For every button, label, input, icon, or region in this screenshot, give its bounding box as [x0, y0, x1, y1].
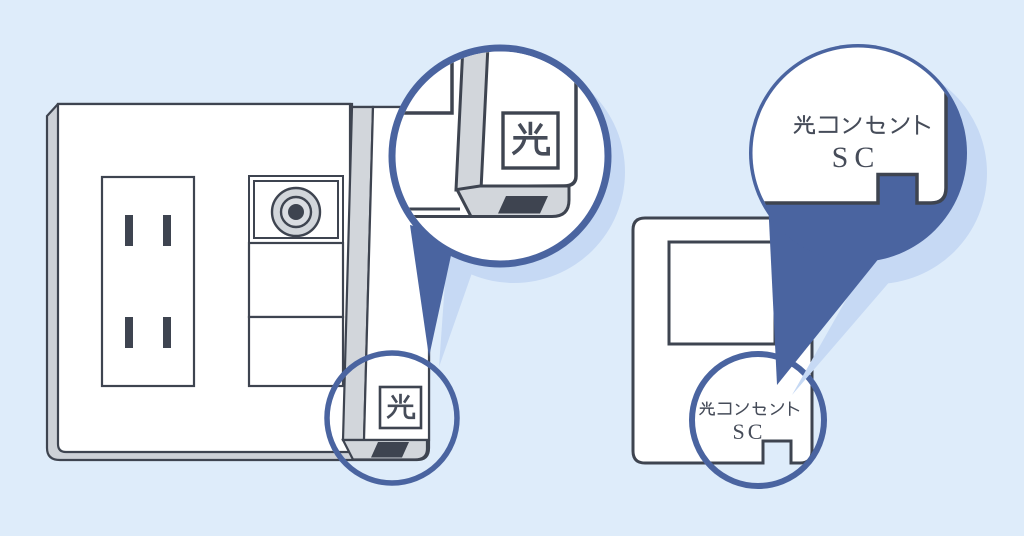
wall-plate: [45, 102, 431, 462]
outlet-slot: [125, 317, 133, 348]
coax-connector-icon: [270, 186, 322, 238]
coax-module: [247, 175, 345, 388]
callout-pointer: [410, 225, 455, 357]
power-outlet-frame: [100, 175, 196, 388]
magnified-hikari-label-box: [501, 111, 560, 170]
outlet-slot: [125, 215, 133, 246]
magnified-outlet-face: [752, 47, 948, 205]
magnified-view: [752, 47, 948, 205]
outlet-slot: [163, 317, 171, 348]
fiber-window: [667, 240, 777, 346]
magnified-sc-label: SC: [832, 141, 881, 174]
magnified-panel-corner: [396, 51, 454, 115]
magnified-view: [395, 51, 578, 218]
magnified-module-side: [454, 51, 490, 192]
callout-pointer-shadow: [792, 240, 910, 395]
inspection-ring: [689, 351, 827, 489]
left-zoom-callout: [324, 44, 625, 486]
mounting-notch: [371, 442, 409, 458]
blank-panel: [247, 241, 345, 319]
right-zoom-callout: SC: [689, 44, 987, 489]
power-outlet: [100, 175, 196, 388]
inspection-ring: [324, 350, 460, 486]
hikari-label-box: [378, 385, 423, 430]
optical-outlet-box: SC: [631, 216, 814, 465]
sc-label: SC: [733, 419, 766, 444]
callout-pointer-shadow: [439, 240, 480, 367]
magnified-mounting-notch: [498, 196, 548, 214]
blank-panel: [247, 315, 345, 388]
outlet-slot: [163, 215, 171, 246]
